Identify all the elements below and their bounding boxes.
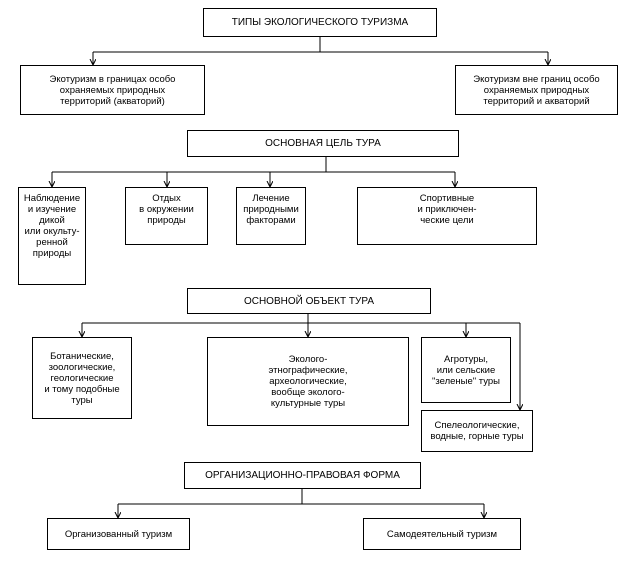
goal-sport-adventure-box: Спортивные и приключен- ческие цели bbox=[357, 187, 537, 245]
form-organized-box: Организованный туризм bbox=[47, 518, 190, 550]
object-ethnographic-box: Эколого- этнографические, археологически… bbox=[207, 337, 409, 426]
goal-treatment-box: Лечение природными факторами bbox=[236, 187, 306, 245]
object-title-box: ОСНОВНОЙ ОБЪЕКТ ТУРА bbox=[187, 288, 431, 314]
types-outside-protected-areas-box: Экотуризм вне границ особо охраняемых пр… bbox=[455, 65, 618, 115]
goal-title-box: ОСНОВНАЯ ЦЕЛЬ ТУРА bbox=[187, 130, 459, 157]
object-botanical-box: Ботанические, зоологические, геологическ… bbox=[32, 337, 132, 419]
types-in-protected-areas-box: Экотуризм в границах особо охраняемых пр… bbox=[20, 65, 205, 115]
form-independent-box: Самодеятельный туризм bbox=[363, 518, 521, 550]
object-speleological-box: Спелеологические, водные, горные туры bbox=[421, 410, 533, 452]
form-title-box: ОРГАНИЗАЦИОННО-ПРАВОВАЯ ФОРМА bbox=[184, 462, 421, 489]
goal-nature-observation-box: Наблюдение и изучение дикой или окульту-… bbox=[18, 187, 86, 285]
types-title-box: ТИПЫ ЭКОЛОГИЧЕСКОГО ТУРИЗМА bbox=[203, 8, 437, 37]
object-agro-tours-box: Агротуры, или сельские "зеленые" туры bbox=[421, 337, 511, 403]
goal-rest-box: Отдых в окружении природы bbox=[125, 187, 208, 245]
